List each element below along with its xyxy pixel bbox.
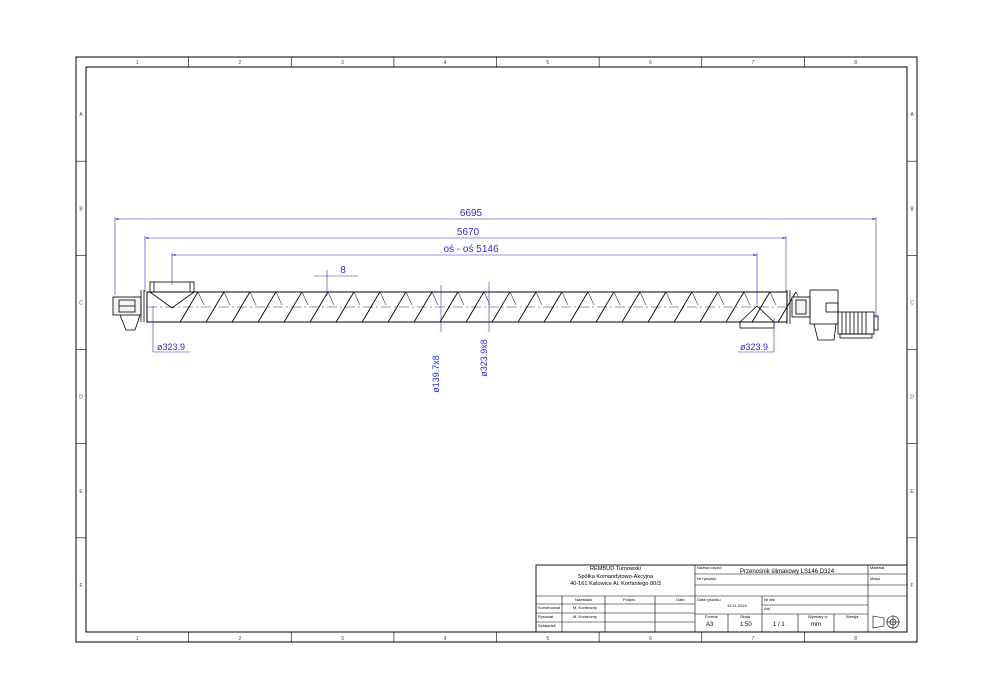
dimension-texts: 6695 5670 oś - oś 5146 8 ø323.9 ø323.9 ø… <box>157 208 768 393</box>
electric-motor <box>837 311 875 335</box>
drawing-no-label: Nr rysunku <box>697 576 717 581</box>
zone-ticks <box>76 57 917 642</box>
zone-row-C: C <box>79 300 83 306</box>
header-name: Nazwisko <box>575 597 593 602</box>
units-value: mm <box>811 622 821 628</box>
dim-inlet-outlet: 5670 <box>457 227 480 238</box>
scale-label: Skala <box>740 614 751 619</box>
version-label: Wersja <box>846 614 859 619</box>
role-drawn-name: M. Konieczny <box>573 614 598 619</box>
dim-shaft: ø139.7x8 <box>431 355 441 393</box>
outer-frame <box>75 56 918 643</box>
role-designed: Konstruował <box>538 605 561 610</box>
zone-col-7: 7 <box>752 60 755 66</box>
format-value: A3 <box>706 622 714 628</box>
zone-col-5: 5 <box>546 636 549 642</box>
sheet-value: 1 / 1 <box>773 622 785 628</box>
header-signature: Podpis <box>623 597 636 602</box>
role-designed-name: M. Konieczny <box>573 605 598 610</box>
dimensions <box>114 217 877 353</box>
format-label: Format <box>705 614 718 619</box>
sheet-no-label: Nr ark <box>764 597 775 602</box>
zone-row-F: F <box>79 583 82 589</box>
part-name: Przenośnik ślimakowy LS146 D324 <box>740 569 835 575</box>
dim-tube: ø323.9x8 <box>479 339 489 377</box>
zone-col-1: 1 <box>136 636 139 642</box>
zone-col-8: 8 <box>854 636 857 642</box>
zone-col-5: 5 <box>546 60 549 66</box>
zone-col-2: 2 <box>239 636 242 642</box>
company-block: REMBUD Turnowski Spółka Komandytowo-Akcy… <box>536 566 695 588</box>
dim-inlet-diameter: ø323.9 <box>157 342 185 352</box>
zone-row-D: D <box>79 395 83 401</box>
zone-row-E: E <box>910 489 914 495</box>
zone-row-A: A <box>910 112 914 118</box>
left-bearing-end <box>112 290 145 331</box>
drive-unit <box>786 289 879 341</box>
company-name: REMBUD Turnowski <box>590 566 641 572</box>
zone-row-D: D <box>910 395 914 401</box>
title-block-grid <box>535 564 908 633</box>
dim-axis-distance: oś - oś 5146 <box>443 244 498 255</box>
units-label: Wymiary w <box>808 614 828 619</box>
zone-row-B: B <box>910 206 914 212</box>
outlet-nozzle <box>739 305 775 329</box>
dim-overall-length: 6695 <box>460 208 483 219</box>
zone-col-6: 6 <box>649 636 652 642</box>
role-checked: Sprawdził <box>538 623 556 628</box>
zone-row-C: C <box>910 300 914 306</box>
zone-col-3: 3 <box>341 636 344 642</box>
zone-row-B: B <box>79 206 83 212</box>
drawing-date-label: Data rysunku <box>697 597 721 602</box>
zone-col-2: 2 <box>239 60 242 66</box>
header-date: Data <box>676 597 685 602</box>
conveyor-drawing <box>112 281 879 341</box>
part-name-label: Nazwa części <box>697 565 722 570</box>
material-label: Materiał <box>870 565 885 570</box>
mass-label: Masa <box>870 576 880 581</box>
screw-flights <box>179 291 803 323</box>
zone-col-6: 6 <box>649 60 652 66</box>
role-drawn: Rysował <box>538 614 554 619</box>
scale-value: 1:50 <box>740 622 752 628</box>
zone-col-4: 4 <box>444 636 447 642</box>
inner-frame <box>85 66 908 633</box>
zone-col-3: 3 <box>341 60 344 66</box>
inlet-hopper <box>149 281 195 309</box>
company-type: Spółka Komandytowo-Akcyjna <box>577 573 654 580</box>
company-address: 40-161 Katowice Al. Korfantego 80/3 <box>570 581 661 588</box>
zone-col-7: 7 <box>752 636 755 642</box>
zone-row-F: F <box>910 583 913 589</box>
zone-row-A: A <box>79 112 83 118</box>
zone-row-E: E <box>79 489 83 495</box>
zone-col-8: 8 <box>854 60 857 66</box>
dim-outlet-diameter: ø323.9 <box>740 342 768 352</box>
sheet-label: Ark <box>764 606 770 611</box>
dim-pitch: 8 <box>340 265 346 276</box>
zone-col-4: 4 <box>444 60 447 66</box>
projection-symbol <box>872 615 900 629</box>
drawing-date: 19.11.2015 <box>727 603 747 608</box>
zone-col-1: 1 <box>136 60 139 66</box>
